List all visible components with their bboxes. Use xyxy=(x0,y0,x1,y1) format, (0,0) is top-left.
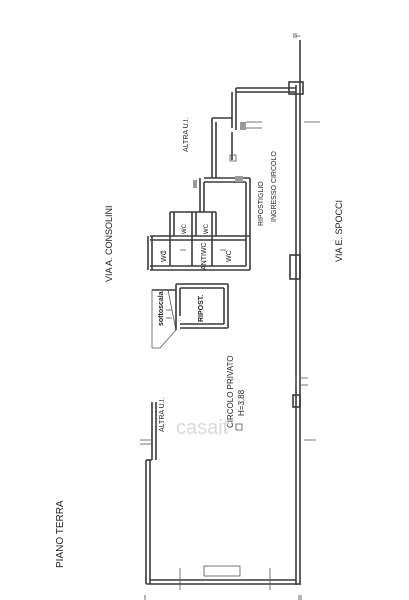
sottoscala-walls xyxy=(151,283,229,349)
label-altra-ui-top: ALTRA U.I. xyxy=(183,117,190,152)
label-circolo-line1: CIRCOLO PRIVATO xyxy=(226,356,235,428)
section-mark-top-right: II xyxy=(293,33,297,40)
label-wc-1: WC xyxy=(161,250,168,262)
facade-details xyxy=(288,81,308,408)
wc-walls xyxy=(150,211,250,271)
watermark: casait xyxy=(176,417,229,439)
label-ingresso: INGRESSO CIRCOLO xyxy=(271,151,278,222)
section-mark-bottom-left: I xyxy=(144,595,146,600)
label-altra-ui-bottom: ALTRA U.I. xyxy=(159,397,166,432)
altra-ui-walls xyxy=(211,88,262,178)
label-sottoscala: sottoscala xyxy=(158,291,165,326)
ripostiglio-walls xyxy=(193,176,251,270)
label-wc-2: WC xyxy=(182,223,188,234)
misc-details xyxy=(140,121,320,590)
street-right: VIA E. SPOCCI xyxy=(334,200,344,262)
label-ripost: RIPOST. xyxy=(198,295,205,322)
label-wc-4: WC xyxy=(226,250,233,262)
label-wc-3: WC xyxy=(204,223,210,234)
outer-walls xyxy=(145,35,301,585)
label-circolo-line2: H=3,88 xyxy=(237,389,246,416)
section-mark-bottom-right: II xyxy=(298,595,302,600)
label-antiwc: ANTIWC xyxy=(201,242,208,270)
floor-title: PIANO TERRA xyxy=(55,500,66,568)
street-left: VIA A. CONSOLINI xyxy=(104,205,114,282)
label-ripostiglio: RIPOSTIGLIO xyxy=(258,181,265,226)
